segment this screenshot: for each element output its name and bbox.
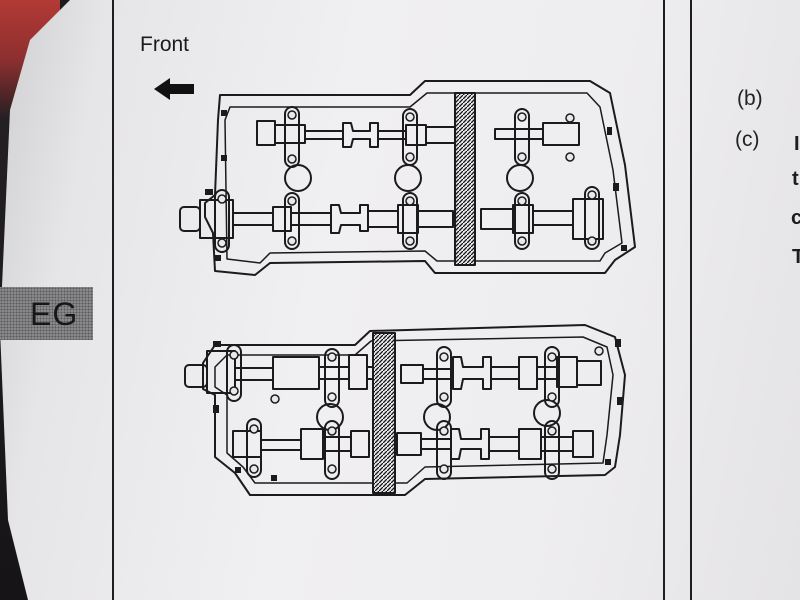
section-tab-label: EG: [30, 296, 79, 332]
cut-off-text: c: [791, 207, 800, 229]
direction-label: Front: [140, 33, 190, 56]
cut-off-text: I: [794, 133, 800, 155]
cylinder-head-bottom: [184, 324, 626, 496]
step-marker-c: (c): [735, 128, 760, 151]
step-marker-b: (b): [737, 87, 763, 110]
figure-frame-right: [663, 0, 665, 600]
left-arrow-icon: [154, 78, 194, 100]
cylinder-head-top: [179, 80, 636, 276]
cut-off-text: t: [792, 168, 799, 190]
cut-off-text: T: [792, 246, 800, 268]
section-tab: [0, 287, 93, 340]
camshaft-diagram: [179, 80, 636, 496]
page-divider-right: [690, 0, 692, 600]
page-divider-left: [112, 0, 114, 600]
